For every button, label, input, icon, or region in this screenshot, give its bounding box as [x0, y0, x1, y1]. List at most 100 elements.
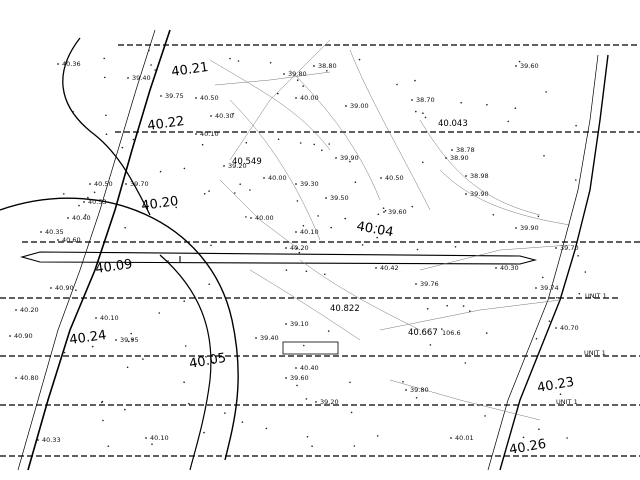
survey-point	[37, 439, 39, 441]
survey-point	[317, 215, 319, 217]
spot-elevation: 40.20	[20, 306, 39, 314]
spot-elevation: 39.70	[130, 180, 149, 188]
survey-point	[405, 389, 407, 391]
survey-point	[450, 437, 452, 439]
survey-point	[296, 384, 298, 387]
survey-point	[95, 317, 97, 319]
survey-point	[327, 330, 330, 332]
survey-point	[239, 183, 241, 185]
survey-point	[87, 196, 89, 199]
survey-point	[335, 157, 337, 159]
survey-point	[465, 175, 467, 177]
survey-point	[277, 92, 279, 95]
survey-point	[518, 60, 521, 63]
survey-point	[415, 283, 417, 285]
survey-point	[575, 179, 577, 181]
survey-point	[383, 211, 385, 213]
survey-point	[104, 76, 106, 79]
survey-point	[302, 85, 305, 87]
survey-point	[543, 155, 545, 157]
survey-point	[285, 323, 287, 325]
spot-elevation: 40.70	[560, 324, 579, 332]
survey-point	[298, 251, 301, 254]
survey-point	[514, 107, 517, 109]
survey-point	[464, 362, 467, 364]
survey-point	[245, 216, 247, 218]
survey-point	[295, 183, 297, 185]
survey-point	[283, 73, 285, 75]
survey-point	[566, 437, 568, 439]
spot-elevation: 40.01	[455, 434, 474, 442]
survey-point	[353, 445, 356, 447]
survey-point	[40, 231, 42, 233]
survey-point	[305, 270, 308, 273]
survey-point	[361, 244, 364, 246]
survey-point	[78, 204, 80, 207]
survey-point	[57, 239, 59, 241]
survey-point	[277, 138, 280, 141]
survey-point	[295, 231, 297, 233]
spot-elevation: 39.20	[228, 162, 247, 170]
survey-point	[102, 419, 104, 422]
survey-point	[183, 167, 186, 170]
survey-point	[485, 332, 488, 334]
spot-elevation: 39.80	[288, 70, 307, 78]
spot-elevation: 40.10	[200, 130, 219, 138]
survey-point	[306, 436, 309, 438]
survey-point	[276, 253, 278, 255]
survey-point	[151, 443, 153, 446]
survey-point	[183, 381, 185, 384]
survey-point	[75, 289, 77, 292]
survey-point	[150, 64, 152, 66]
survey-point	[223, 165, 225, 167]
survey-point	[83, 201, 85, 203]
survey-point	[414, 79, 416, 82]
survey-point	[426, 308, 429, 310]
survey-point	[313, 143, 316, 146]
spot-elevation: 40.30	[500, 264, 519, 272]
survey-point	[313, 65, 315, 67]
spot-elevation: 40.40	[300, 364, 319, 372]
survey-point	[515, 227, 517, 229]
survey-point	[295, 247, 298, 250]
survey-point	[105, 114, 107, 117]
survey-point	[131, 338, 134, 341]
survey-point	[382, 207, 385, 209]
survey-point	[103, 57, 105, 60]
survey-point	[575, 124, 577, 127]
survey-point	[305, 398, 308, 400]
survey-point	[100, 401, 103, 404]
survey-point	[9, 335, 11, 337]
spot-elevation: 40.10	[150, 434, 169, 442]
label-40-667: 40.667	[408, 328, 438, 338]
survey-point	[299, 142, 302, 144]
survey-point	[160, 95, 162, 97]
unit-tag: 106.6	[442, 329, 461, 337]
survey-point	[175, 206, 177, 209]
survey-point	[465, 193, 467, 195]
spot-elevation: 40.42	[380, 264, 399, 272]
survey-point	[577, 255, 579, 257]
survey-point	[515, 65, 517, 67]
spot-elevation: 40.33	[42, 436, 61, 444]
survey-point	[184, 345, 187, 347]
survey-point	[535, 287, 537, 289]
survey-point	[265, 427, 268, 430]
survey-point	[148, 49, 150, 52]
survey-point	[302, 224, 305, 227]
spot-elevation: 39.60	[520, 62, 539, 70]
spot-elevation: 38.98	[470, 172, 489, 180]
survey-point	[303, 344, 305, 347]
survey-point	[584, 271, 587, 273]
label-40-549: 40.549	[232, 157, 262, 167]
survey-point	[212, 361, 215, 364]
spot-elevation: 39.80	[410, 386, 429, 394]
survey-point	[376, 236, 379, 239]
survey-point	[203, 431, 205, 434]
survey-point	[377, 213, 380, 216]
survey-point	[115, 339, 117, 341]
spot-elevation: 40.35	[45, 228, 64, 236]
survey-point	[84, 214, 87, 216]
spot-elevation: 40.20	[290, 244, 309, 252]
